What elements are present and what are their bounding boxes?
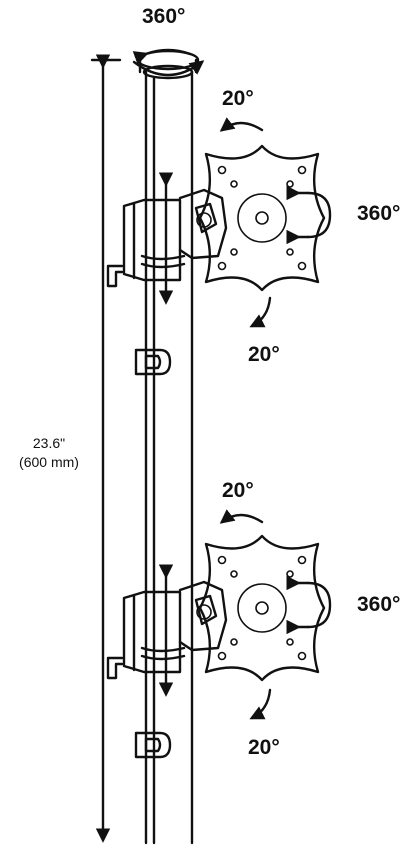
lower-tilt-down-label: 20° [248, 736, 280, 759]
upper-rotation-arrow [298, 193, 330, 237]
lower-tilt-up-arrow [219, 509, 264, 524]
pole-cap-rotation-arrow [132, 48, 205, 80]
pole-height-in-label: 23.6" [32, 435, 66, 451]
upper-tilt-down-label: 20° [248, 343, 280, 366]
lower-rotation-arrow [298, 583, 330, 627]
lower-tilt-up-label: 20° [222, 479, 254, 502]
lower-tilt-down-arrow [249, 688, 272, 720]
upper-vesa-plate [198, 144, 326, 292]
upper-rotation-label: 360° [357, 202, 401, 225]
pole-height-mm-label: (600 mm) [19, 454, 79, 470]
upper-tilt-down-arrow [249, 296, 272, 328]
pole-rotation-label: 360° [142, 5, 186, 28]
lower-rotation-label: 360° [357, 593, 401, 616]
height-dimension-arrow [90, 54, 122, 843]
pole [144, 70, 194, 845]
upper-tilt-up-label: 20° [222, 87, 254, 110]
upper-tilt-up-arrow [219, 117, 264, 132]
lower-vesa-plate [198, 534, 326, 682]
